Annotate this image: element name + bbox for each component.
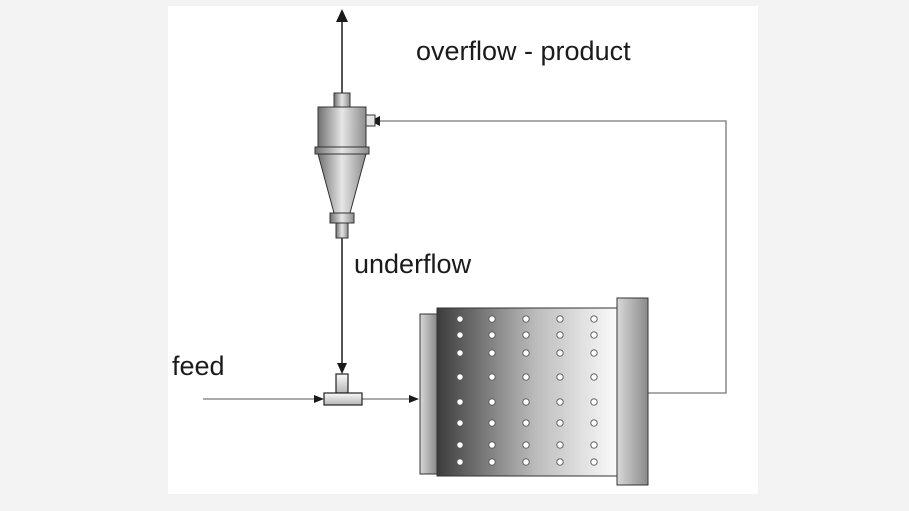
mixer-tee-icon [323, 373, 363, 406]
mill-perforation-dot [522, 349, 530, 357]
underflow-stream [337, 238, 347, 374]
mill-perforation-dot [522, 398, 530, 406]
feed-stream [203, 395, 324, 403]
mill-perforation-dot [590, 458, 598, 466]
mill-perforation-dot [488, 315, 496, 323]
mill-perforation-dot [456, 458, 464, 466]
mill-perforation-dot [590, 315, 598, 323]
mill-perforation-dot [522, 373, 530, 381]
mill-feed-stream [362, 395, 419, 403]
mill-perforation-dot [590, 349, 598, 357]
mill-perforation-dot [590, 373, 598, 381]
mill-perforation-dot [590, 398, 598, 406]
mill-perforation-dot [456, 398, 464, 406]
mill-perforation-dot [522, 458, 530, 466]
ball-mill-icon [419, 297, 649, 486]
hydrocyclone-icon [314, 92, 376, 239]
mill-perforation-dot [522, 419, 530, 427]
mill-perforation-dot [590, 441, 598, 449]
mill-perforation-dot [556, 315, 564, 323]
mill-perforations [456, 315, 598, 466]
feed-label: feed [172, 351, 225, 381]
mill-perforation-dot [488, 419, 496, 427]
mill-perforation-dot [488, 331, 496, 339]
mill-perforation-dot [456, 349, 464, 357]
mill-perforation-dot [456, 441, 464, 449]
mill-perforation-dot [522, 331, 530, 339]
overflow-product-label: overflow - product [416, 36, 631, 66]
mill-perforation-dot [556, 349, 564, 357]
mill-perforation-dot [590, 331, 598, 339]
mill-perforation-dot [456, 419, 464, 427]
mill-perforation-dot [488, 441, 496, 449]
underflow-label: underflow [354, 249, 472, 279]
mill-perforation-dot [556, 458, 564, 466]
mill-perforation-dot [556, 331, 564, 339]
mill-perforation-dot [488, 458, 496, 466]
mill-perforation-dot [556, 441, 564, 449]
mill-perforation-dot [522, 441, 530, 449]
mill-perforation-dot [456, 373, 464, 381]
mill-perforation-dot [556, 398, 564, 406]
mill-perforation-dot [488, 349, 496, 357]
mill-perforation-dot [590, 419, 598, 427]
mill-perforation-dot [556, 419, 564, 427]
mill-perforation-dot [522, 315, 530, 323]
mill-perforation-dot [456, 331, 464, 339]
mill-perforation-dot [488, 398, 496, 406]
mill-perforation-dot [456, 315, 464, 323]
mill-perforation-dot [488, 373, 496, 381]
overflow-stream [336, 9, 348, 93]
mill-perforation-dot [556, 373, 564, 381]
